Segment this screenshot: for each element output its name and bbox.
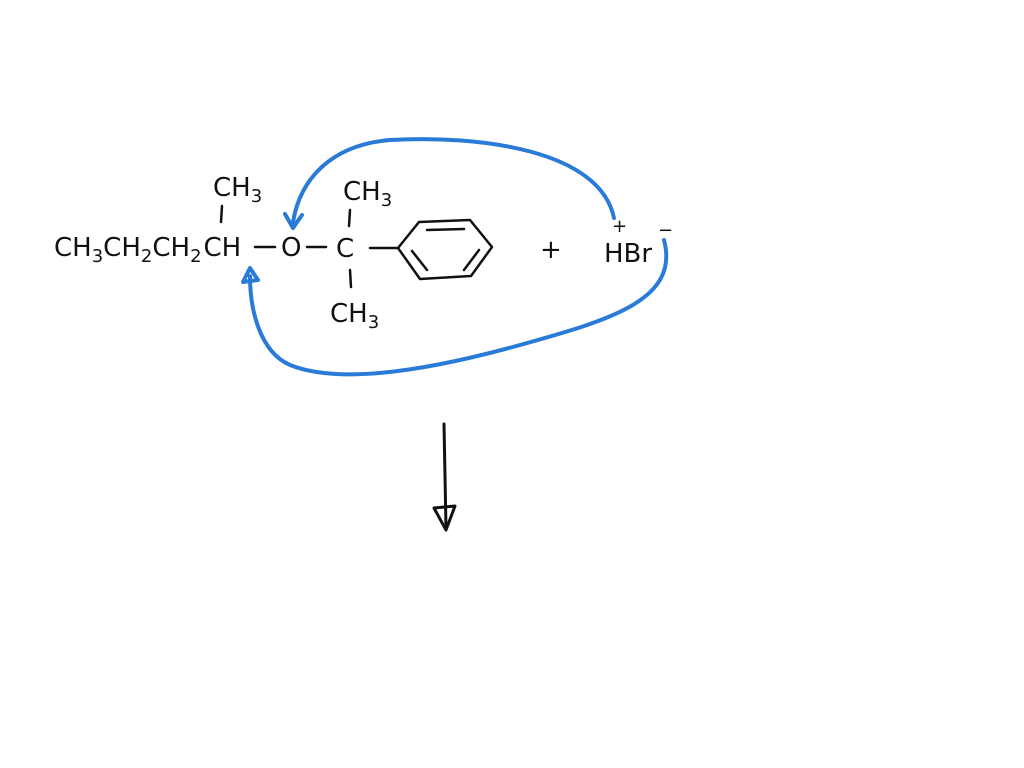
main-chain-ch-3: CH <box>152 233 190 263</box>
main-chain-sub-1: 3 <box>92 246 103 267</box>
reagent-label: HBr <box>604 239 652 269</box>
main-chain-sub-2: 2 <box>141 246 152 267</box>
right-top-methyl-bond <box>347 208 352 228</box>
bromide-attack-curved-arrow <box>248 238 669 377</box>
main-chain-label: CH3CH2CH2CH <box>54 233 241 267</box>
main-chain-ch-2: CH <box>103 233 141 263</box>
proton-transfer-curved-arrow <box>291 137 616 224</box>
down-arrow-icon <box>432 422 457 532</box>
reagent-positive-charge: + <box>612 216 627 237</box>
benzene-ring-icon <box>396 218 494 281</box>
left-methyl-sub: 3 <box>251 186 262 207</box>
oxygen-label: O <box>281 233 301 263</box>
quaternary-carbon-label: C <box>336 234 354 264</box>
bromide-attack-arrowhead-icon <box>241 266 260 284</box>
left-methyl-bond <box>219 204 224 224</box>
main-chain-ch-1: CH <box>54 233 92 263</box>
left-methyl-label: CH3 <box>213 173 262 207</box>
right-bottom-methyl-sub: 3 <box>368 312 379 333</box>
plus-sign: + <box>540 235 562 265</box>
right-top-methyl-label: CH3 <box>343 177 392 211</box>
right-bottom-methyl-bond <box>348 268 353 289</box>
left-methyl-ch: CH <box>213 173 251 203</box>
right-top-methyl-ch: CH <box>343 177 381 207</box>
main-chain-sub-3: 2 <box>190 246 201 267</box>
right-top-methyl-sub: 3 <box>381 190 392 211</box>
right-bottom-methyl-ch: CH <box>330 299 368 329</box>
right-bottom-methyl-label: CH3 <box>330 299 379 333</box>
proton-transfer-arrowhead-icon <box>283 212 304 230</box>
reagent-negative-charge: − <box>658 220 673 241</box>
main-chain-ch-4: CH <box>204 233 242 263</box>
